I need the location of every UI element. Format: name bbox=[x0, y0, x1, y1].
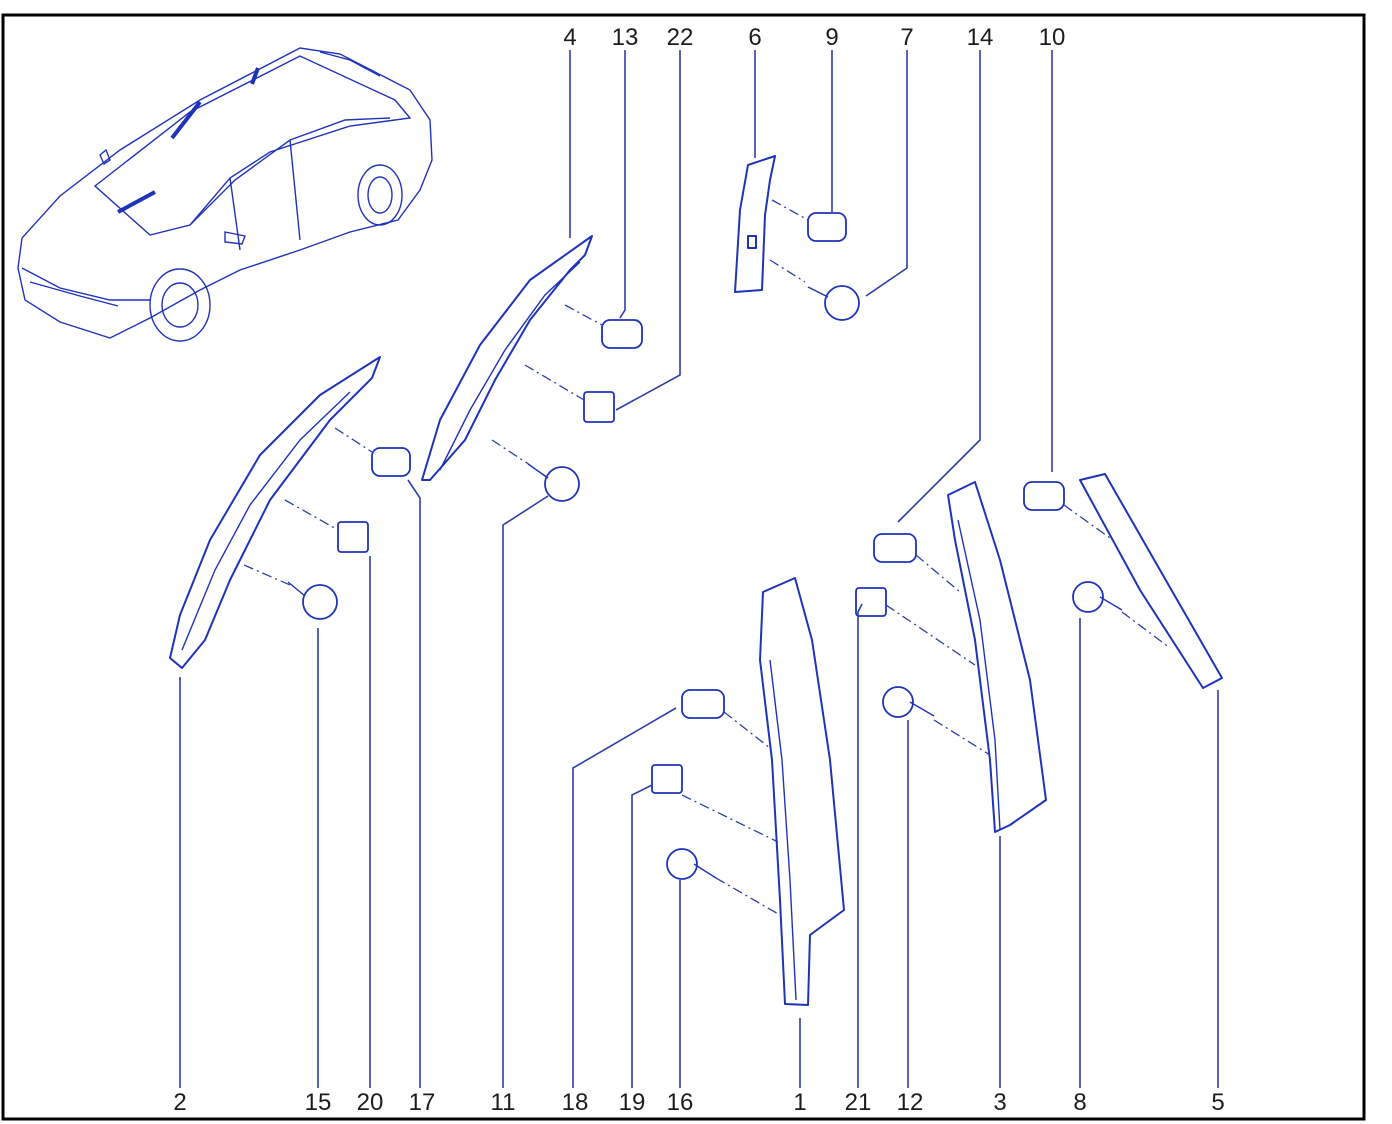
callout-5: 5 bbox=[1211, 1089, 1224, 1116]
nut-22 bbox=[583, 391, 615, 423]
part-5-rear-strip bbox=[1079, 473, 1223, 689]
clip-18 bbox=[681, 689, 725, 719]
clip-17 bbox=[371, 447, 411, 477]
callout-2: 2 bbox=[173, 1089, 186, 1116]
screw-8 bbox=[1072, 581, 1123, 613]
callout-11: 11 bbox=[491, 1089, 516, 1116]
top-leader-lines bbox=[569, 50, 1053, 523]
part-3-quarter-trim bbox=[947, 481, 1047, 833]
callout-19: 19 bbox=[619, 1089, 646, 1116]
callout-7: 7 bbox=[900, 24, 913, 51]
callout-14: 14 bbox=[967, 24, 994, 51]
callout-15: 15 bbox=[305, 1089, 332, 1116]
callout-1: 1 bbox=[793, 1089, 806, 1116]
callout-6: 6 bbox=[748, 24, 761, 51]
part-4-center-pillar-trim bbox=[421, 235, 593, 481]
callout-17: 17 bbox=[409, 1089, 436, 1116]
diagram-frame bbox=[1, 13, 1366, 1121]
car-thumbnail-illustration bbox=[17, 47, 433, 342]
callout-8: 8 bbox=[1073, 1089, 1086, 1116]
callout-20: 20 bbox=[357, 1089, 384, 1116]
nut-20 bbox=[337, 521, 369, 553]
callout-3: 3 bbox=[993, 1089, 1006, 1116]
callout-22: 22 bbox=[667, 24, 694, 51]
clip-9 bbox=[807, 212, 847, 242]
clip-10 bbox=[1023, 481, 1065, 511]
callout-12: 12 bbox=[897, 1089, 924, 1116]
callout-9: 9 bbox=[825, 24, 838, 51]
callout-21: 21 bbox=[845, 1089, 872, 1116]
part-1-rear-door-trim bbox=[759, 577, 845, 1006]
callout-4: 4 bbox=[563, 24, 576, 51]
bottom-leader-lines bbox=[179, 479, 1219, 1088]
assembly-lines bbox=[243, 199, 1171, 916]
bottom-callouts: 2 15 20 17 11 18 19 16 1 21 12 3 8 5 bbox=[173, 1089, 1224, 1116]
clip-13 bbox=[601, 319, 643, 349]
screw-16 bbox=[666, 848, 717, 880]
part-6-small-trim bbox=[734, 155, 776, 293]
screw-7 bbox=[807, 285, 860, 321]
part-2-front-pillar-trim bbox=[169, 356, 381, 669]
screw-15 bbox=[287, 581, 338, 620]
top-callouts: 4 13 22 6 9 7 14 10 bbox=[563, 24, 1065, 51]
callout-18: 18 bbox=[562, 1089, 589, 1116]
nut-21 bbox=[855, 587, 887, 617]
callout-10: 10 bbox=[1039, 24, 1066, 51]
screw-11 bbox=[527, 463, 580, 502]
callout-16: 16 bbox=[667, 1089, 694, 1116]
nut-19 bbox=[651, 764, 683, 794]
screw-12 bbox=[882, 686, 935, 718]
callout-13: 13 bbox=[612, 24, 639, 51]
clip-14 bbox=[873, 533, 917, 563]
